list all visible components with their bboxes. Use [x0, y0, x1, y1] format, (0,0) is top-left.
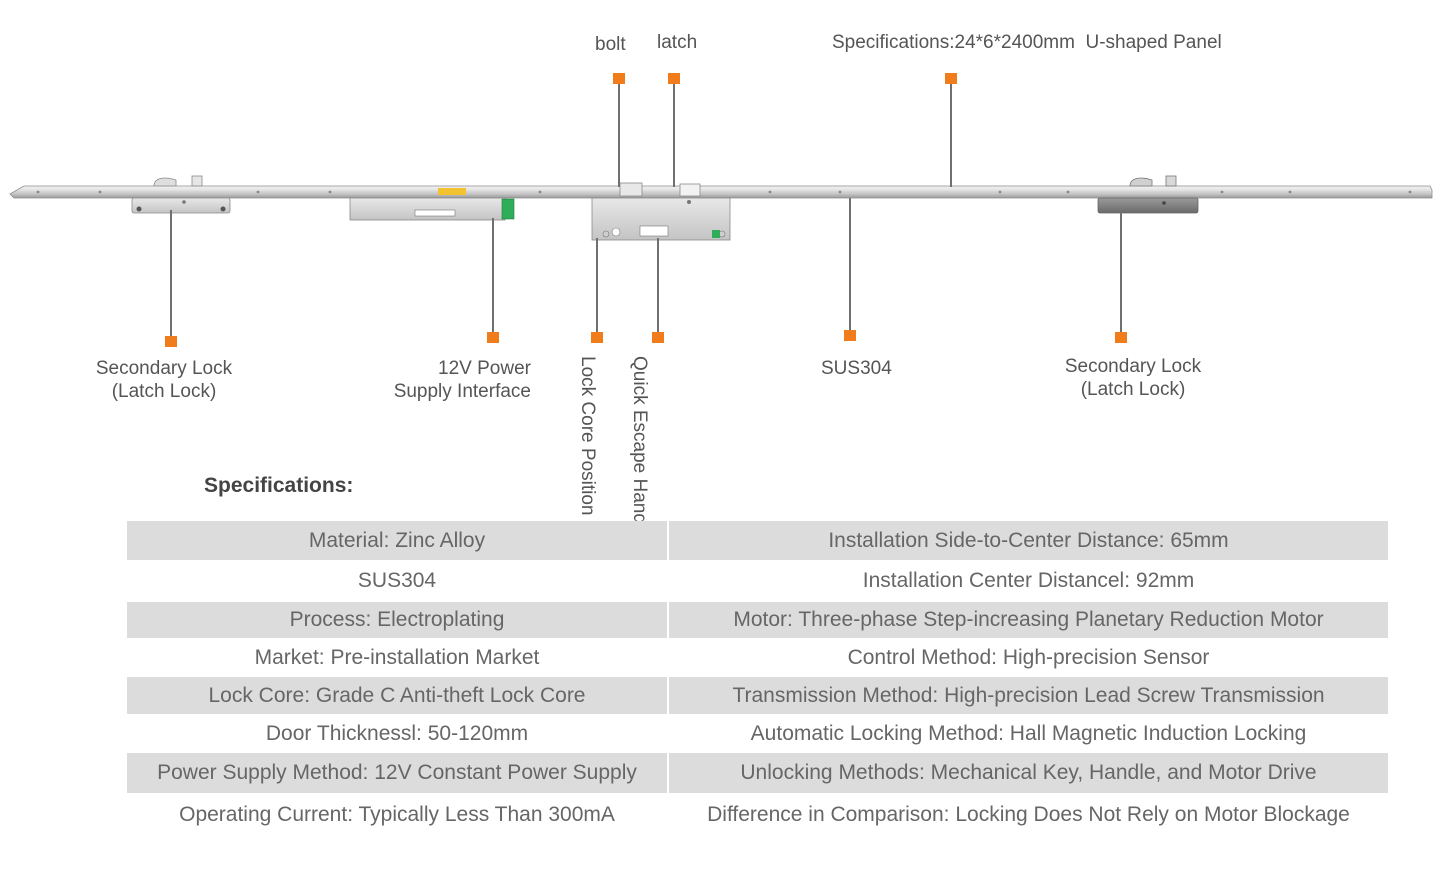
leader-power	[492, 218, 494, 334]
spec-cell-right: Unlocking Methods: Mechanical Key, Handl…	[669, 753, 1388, 793]
marker-lock-core	[591, 332, 603, 343]
spec-row: Material: Zinc Alloy Installation Side-t…	[127, 521, 1388, 560]
main-lock-body	[591, 182, 731, 241]
secondary-lock-left	[131, 175, 231, 214]
spec-cell-right: Difference in Comparison: Locking Does N…	[707, 803, 1350, 826]
callout-latch: latch	[657, 32, 698, 53]
leader-secondary-left	[170, 210, 172, 340]
spec-cell-right: Installation Side-to-Center Distance: 65…	[669, 521, 1388, 560]
callout-secondary-right-line2: (Latch Lock)	[1080, 379, 1186, 400]
marker-power	[487, 332, 499, 343]
spec-cell-right: Transmission Method: High-precision Lead…	[669, 677, 1388, 714]
callout-panel-spec: Specifications:24*6*2400mm U-shaped Pane…	[832, 32, 1222, 53]
callout-sus: SUS304	[821, 358, 892, 379]
callout-secondary-right-line1: Secondary Lock	[1064, 356, 1202, 377]
specifications-title: Specifications:	[204, 474, 354, 497]
callout-secondary-right: Secondary Lock (Latch Lock)	[1048, 355, 1218, 401]
specifications-table: Material: Zinc Alloy Installation Side-t…	[127, 521, 1388, 837]
callout-lock-core: Lock Core Position	[576, 356, 599, 516]
marker-escape	[652, 332, 664, 343]
spec-row: Power Supply Method: 12V Constant Power …	[127, 753, 1388, 793]
marker-secondary-left	[165, 336, 177, 347]
leader-panel-spec	[950, 83, 952, 187]
spec-cell-left: Material: Zinc Alloy	[127, 521, 667, 560]
spec-row: Door Thicknessl: 50-120mm Automatic Lock…	[127, 714, 1388, 753]
callout-power: 12V Power Supply Interface	[360, 357, 531, 403]
marker-secondary-right	[1115, 332, 1127, 343]
leader-secondary-right	[1120, 212, 1122, 334]
spec-cell-left: Power Supply Method: 12V Constant Power …	[127, 753, 667, 793]
spec-cell-left: Lock Core: Grade C Anti-theft Lock Core	[127, 677, 667, 714]
spec-row: Market: Pre-installation Market Control …	[127, 638, 1388, 677]
spec-row: SUS304 Installation Center Distancel: 92…	[127, 560, 1388, 602]
marker-latch	[668, 73, 680, 84]
callout-power-line2: Supply Interface	[393, 381, 531, 402]
callout-escape-line1: Quick Escape	[629, 356, 650, 474]
callout-power-line1: 12V Power	[438, 358, 531, 379]
callout-secondary-left-line2: (Latch Lock)	[111, 381, 217, 402]
callout-bolt: bolt	[595, 34, 626, 55]
marker-panel-spec	[945, 73, 957, 84]
marker-bolt	[613, 73, 625, 84]
leader-lock-core	[596, 238, 598, 334]
faceplate-strip	[9, 185, 1433, 199]
spec-cell-left: Market: Pre-installation Market	[254, 645, 540, 669]
spec-row: Lock Core: Grade C Anti-theft Lock Core …	[127, 677, 1388, 714]
spec-cell-right: Automatic Locking Method: Hall Magnetic …	[750, 721, 1307, 745]
spec-cell-left: Operating Current: Typically Less Than 3…	[179, 803, 615, 826]
leader-bolt	[618, 83, 620, 187]
leader-sus	[849, 198, 851, 332]
spec-cell-left: SUS304	[357, 569, 437, 592]
leader-escape	[657, 238, 659, 334]
spec-row: Operating Current: Typically Less Than 3…	[127, 793, 1388, 837]
callout-secondary-left: Secondary Lock (Latch Lock)	[80, 357, 248, 403]
spec-row: Process: Electroplating Motor: Three-pha…	[127, 602, 1388, 638]
spec-cell-right: Control Method: High-precision Sensor	[847, 645, 1210, 669]
callout-secondary-left-line1: Secondary Lock	[95, 358, 233, 379]
spec-cell-left: Door Thicknessl: 50-120mm	[265, 721, 529, 745]
spec-cell-right: Motor: Three-phase Step-increasing Plane…	[669, 602, 1388, 638]
callout-escape: Quick Escape Handle	[628, 356, 651, 539]
power-supply-module	[349, 188, 515, 221]
secondary-lock-right	[1097, 175, 1199, 214]
callout-lock-core-line1: Lock Core	[577, 356, 598, 443]
spec-cell-left: Process: Electroplating	[127, 602, 667, 638]
marker-sus	[844, 330, 856, 341]
spec-cell-right: Installation Center Distancel: 92mm	[862, 569, 1195, 592]
leader-latch	[673, 83, 675, 187]
callout-lock-core-line2: Position	[577, 447, 598, 516]
lock-diagram	[9, 175, 1433, 241]
